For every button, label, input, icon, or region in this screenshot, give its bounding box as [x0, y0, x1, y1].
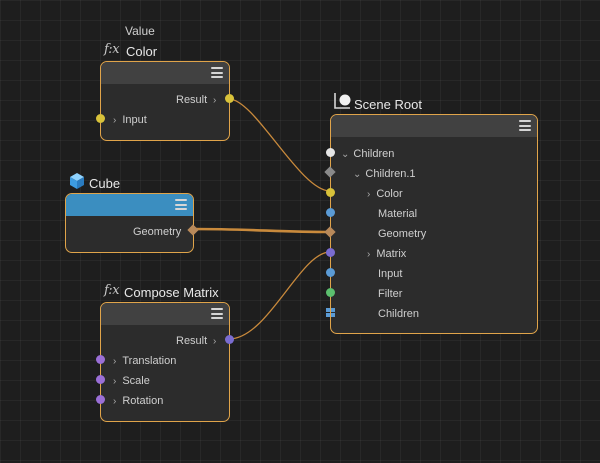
scene-root-node[interactable]: ⌄Children ⌄Children.1 ›Color Material Ge…: [330, 114, 538, 334]
wire-cube-geometry-to-scene-geometry[interactable]: [192, 227, 331, 234]
wire-color-to-scene-color[interactable]: [228, 98, 331, 192]
port-color-input[interactable]: [96, 114, 105, 123]
chevron-down-icon[interactable]: ⌄: [341, 149, 350, 160]
port-scale-row: › Scale: [113, 374, 150, 388]
port-label-color: Color: [376, 188, 403, 200]
port-color-row: › Color: [367, 187, 403, 201]
compose-node-header[interactable]: [101, 303, 229, 325]
port-color-result-output[interactable]: [225, 94, 234, 103]
chevron-right-icon[interactable]: ›: [213, 336, 217, 347]
cube-node-header[interactable]: [66, 194, 193, 216]
port-scene-filter[interactable]: [326, 288, 335, 297]
color-node-title: Color: [126, 44, 158, 59]
port-scene-children-add[interactable]: [326, 308, 335, 317]
port-label-material: Material: [378, 208, 418, 220]
cube-node-title: Cube: [89, 176, 121, 191]
chevron-right-icon[interactable]: ›: [113, 376, 117, 387]
port-label-scale: Scale: [122, 375, 150, 387]
chevron-down-icon[interactable]: ⌄: [353, 169, 362, 180]
cube-node[interactable]: Geometry: [65, 193, 194, 253]
port-translation-row: › Translation: [113, 354, 176, 368]
chevron-right-icon[interactable]: ›: [213, 95, 217, 106]
scene-root-title: Scene Root: [354, 97, 422, 112]
menu-icon[interactable]: [211, 308, 223, 319]
cube-icon: [70, 173, 84, 189]
compose-node-title: Compose Matrix: [124, 285, 219, 300]
port-label-matrix: Matrix: [376, 248, 407, 260]
menu-icon[interactable]: [519, 120, 531, 131]
port-input-row: › Input: [113, 113, 147, 127]
compose-matrix-node[interactable]: Result › › Translation › Scale › Rotation: [100, 302, 230, 422]
menu-icon[interactable]: [175, 199, 187, 210]
port-label-geometry: Geometry: [133, 226, 182, 238]
port-label-result: Result: [176, 335, 208, 347]
port-label-children-add: Children: [378, 308, 419, 320]
chevron-right-icon[interactable]: ›: [113, 396, 117, 407]
color-node-header[interactable]: [101, 62, 229, 84]
wire-compose-result-to-scene-matrix[interactable]: [228, 251, 331, 340]
function-icon: f:x: [104, 283, 120, 298]
port-compose-result-output[interactable]: [225, 335, 234, 344]
port-label-result: Result: [176, 94, 208, 106]
chevron-right-icon[interactable]: ›: [367, 189, 371, 200]
port-label-geometry: Geometry: [378, 228, 427, 240]
port-label-children-1: Children.1: [365, 168, 416, 180]
port-label-rotation: Rotation: [122, 395, 164, 407]
menu-icon[interactable]: [211, 67, 223, 78]
port-rotation-row: › Rotation: [113, 394, 163, 408]
port-rotation-input[interactable]: [96, 395, 105, 404]
port-label-children: Children: [353, 148, 395, 160]
port-matrix-row: › Matrix: [367, 247, 406, 261]
port-scene-material[interactable]: [326, 208, 335, 217]
port-label-translation: Translation: [122, 355, 177, 367]
port-scene-color[interactable]: [326, 188, 335, 197]
chevron-right-icon[interactable]: ›: [113, 356, 117, 367]
function-icon: f:x: [104, 42, 120, 57]
color-node-caption: Value: [125, 24, 155, 38]
scene-root-header[interactable]: [331, 115, 537, 137]
port-children-row: ⌄Children: [341, 147, 394, 161]
chevron-right-icon[interactable]: ›: [367, 249, 371, 260]
port-scene-matrix[interactable]: [326, 248, 335, 257]
port-label-filter: Filter: [378, 288, 403, 300]
port-scene-input[interactable]: [326, 268, 335, 277]
port-children1-row: ⌄Children.1: [353, 167, 416, 181]
port-label-input: Input: [378, 268, 403, 280]
scene-root-icon: [334, 93, 351, 109]
port-scale-input[interactable]: [96, 375, 105, 384]
port-label-input: Input: [122, 114, 147, 126]
chevron-right-icon[interactable]: ›: [113, 115, 117, 126]
color-node[interactable]: Result › › Input: [100, 61, 230, 141]
port-translation-input[interactable]: [96, 355, 105, 364]
port-scene-children[interactable]: [326, 148, 335, 157]
